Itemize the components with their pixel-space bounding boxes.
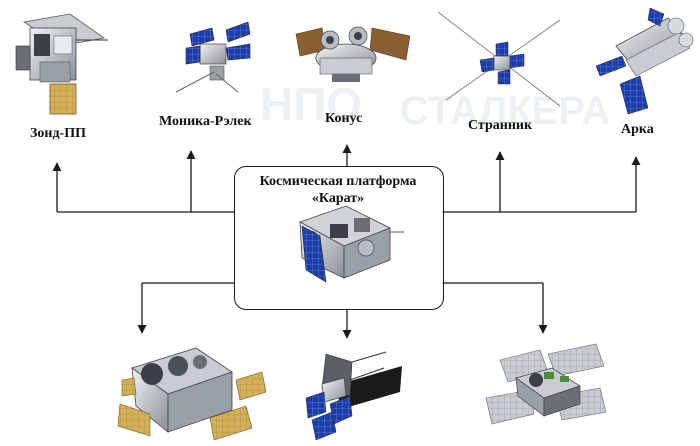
label-arka: Арка <box>621 122 654 137</box>
monika-relek-satellite-image <box>175 21 251 93</box>
watermark-text-1: НПО <box>260 78 362 130</box>
bottom-right-spacecraft-image <box>485 343 607 425</box>
bottom-center-spacecraft-image <box>305 351 402 441</box>
label-strannik: Странник <box>468 118 533 133</box>
label-zond: Зонд-ПП <box>30 126 86 141</box>
karat-platform-image <box>299 205 404 283</box>
arka-satellite-image <box>595 7 694 115</box>
konus-satellite-image <box>295 26 411 82</box>
platform-title: Космическая платформа «Карат» <box>234 173 442 207</box>
platform-title-line1: Космическая платформа <box>259 174 417 189</box>
label-konus: Конус <box>325 111 363 126</box>
zond-pp-satellite-image <box>15 13 108 115</box>
strannik-satellite-image <box>437 11 561 107</box>
platform-title-line2: «Карат» <box>311 191 365 206</box>
bottom-left-spacecraft-image <box>117 347 267 441</box>
watermark-text-2: СТАЛКЕРА <box>400 89 610 133</box>
label-monika: Моника-Рэлек <box>159 114 252 129</box>
